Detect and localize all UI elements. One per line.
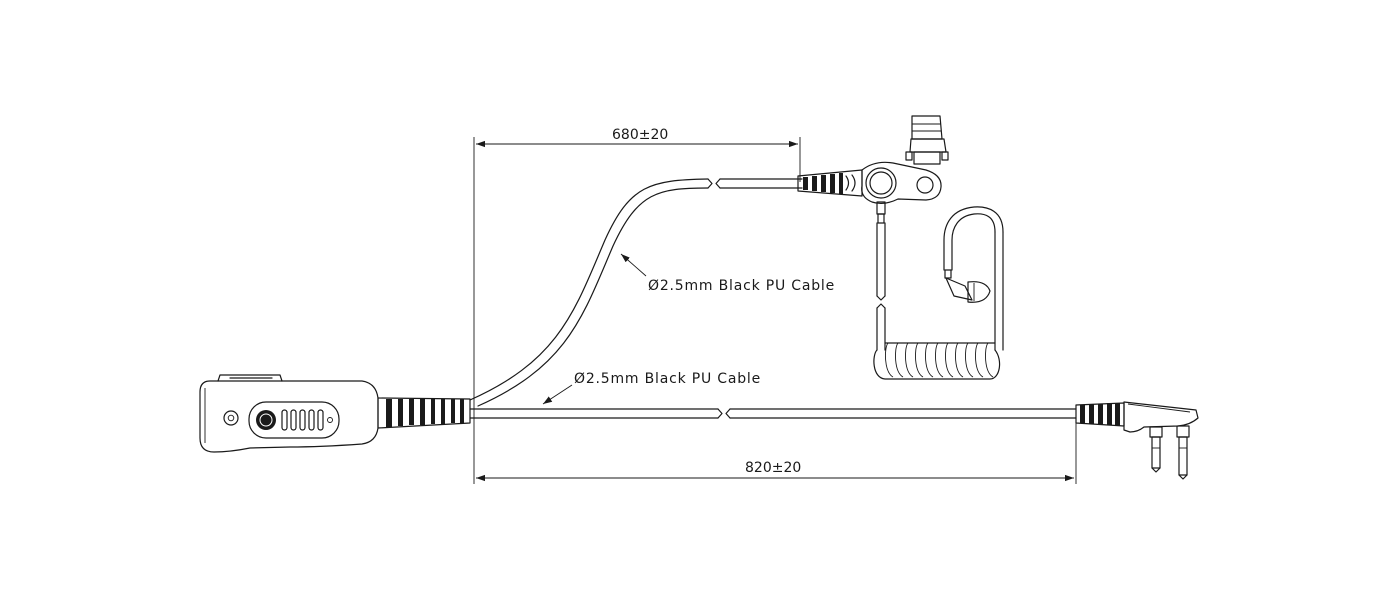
dimension-top-label: 680±20 (612, 127, 668, 143)
upper-cable-label: Ø2.5mm Black PU Cable (648, 278, 835, 294)
earpiece-connector (797, 115, 949, 224)
dimension-lines (473, 137, 1077, 484)
cable-label-arrows (542, 253, 647, 405)
upper-cable (469, 178, 803, 407)
ptt-box (199, 374, 379, 453)
lower-cable-label: Ø2.5mm Black PU Cable (574, 371, 761, 387)
radio-plug (1075, 401, 1199, 480)
lower-cable (469, 408, 1077, 419)
acoustic-tube (873, 206, 1004, 380)
dimension-bottom-label: 820±20 (745, 460, 801, 476)
ptt-strain-relief (377, 397, 471, 429)
